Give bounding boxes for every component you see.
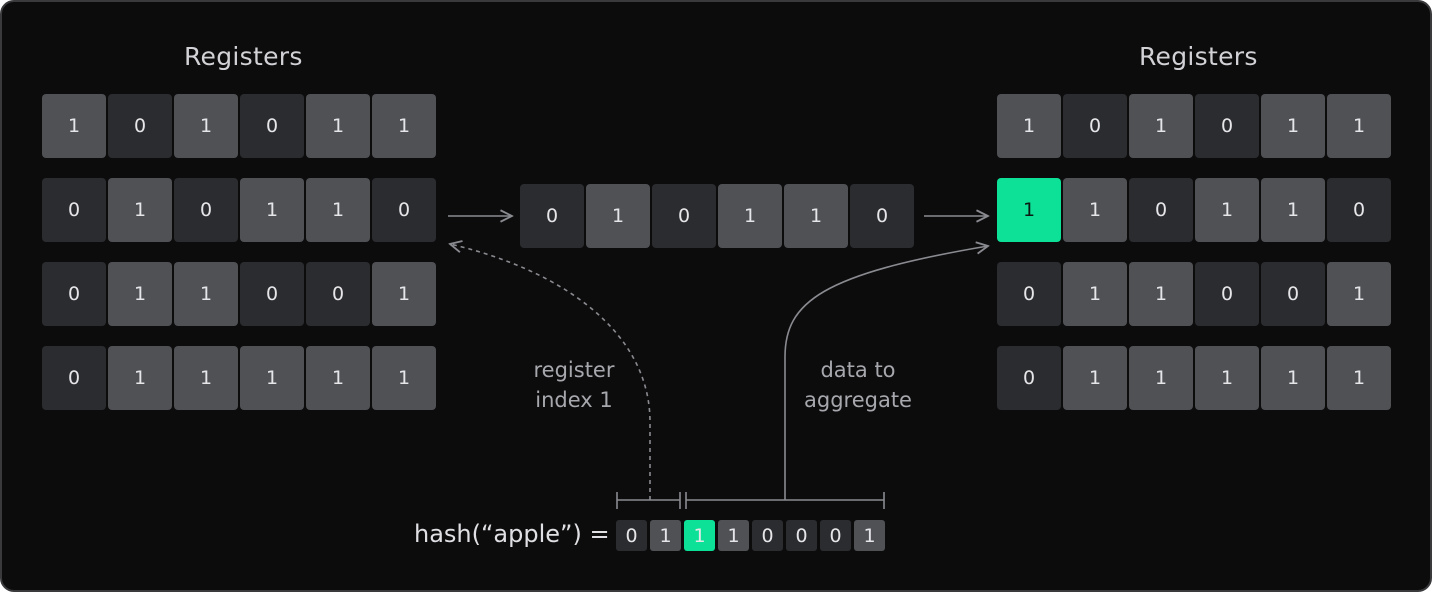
selected-row-cell: 0 [850, 184, 914, 248]
register-cell: 0 [1195, 262, 1259, 326]
register-cell: 1 [1129, 346, 1193, 410]
register-cell: 1 [372, 262, 436, 326]
updated-register-cell: 1 [997, 178, 1061, 242]
register-cell: 0 [1327, 178, 1391, 242]
data-to-aggregate-label: data to aggregate [798, 355, 918, 415]
register-cell: 0 [997, 346, 1061, 410]
hash-bit: 0 [752, 520, 783, 551]
register-cell: 0 [174, 178, 238, 242]
selected-row-cell: 1 [718, 184, 782, 248]
register-cell: 0 [1261, 262, 1325, 326]
register-cell: 1 [1129, 262, 1193, 326]
register-cell: 0 [240, 94, 304, 158]
register-cell: 1 [372, 94, 436, 158]
right-registers-title: Registers [1139, 42, 1258, 71]
register-cell: 0 [108, 94, 172, 158]
register-cell: 0 [372, 178, 436, 242]
hash-bit: 0 [820, 520, 851, 551]
register-cell: 1 [1261, 346, 1325, 410]
register-cell: 0 [42, 346, 106, 410]
data-to-aggregate-line-2: aggregate [804, 388, 912, 412]
register-cell: 1 [42, 94, 106, 158]
register-cell: 0 [240, 262, 304, 326]
register-cell: 1 [1261, 94, 1325, 158]
register-cell: 1 [174, 94, 238, 158]
hash-bit: 1 [718, 520, 749, 551]
register-cell: 1 [174, 346, 238, 410]
register-cell: 0 [1195, 94, 1259, 158]
selected-row-cell: 1 [586, 184, 650, 248]
data-arrow [784, 246, 988, 500]
selected-row-cell: 0 [520, 184, 584, 248]
register-cell: 1 [174, 262, 238, 326]
register-cell: 1 [1195, 178, 1259, 242]
hash-bit: 0 [616, 520, 647, 551]
register-cell: 1 [1327, 262, 1391, 326]
register-cell: 1 [1063, 262, 1127, 326]
register-index-line-2: index 1 [535, 388, 613, 412]
dashed-index-arrow [450, 244, 651, 500]
register-cell: 0 [42, 262, 106, 326]
data-to-aggregate-line-1: data to [820, 358, 896, 382]
selected-row-cell: 1 [784, 184, 848, 248]
register-cell: 1 [240, 346, 304, 410]
register-cell: 1 [1261, 178, 1325, 242]
register-cell: 1 [1063, 178, 1127, 242]
register-cell: 1 [240, 178, 304, 242]
hash-bit: 0 [786, 520, 817, 551]
register-cell: 0 [997, 262, 1061, 326]
hash-bit: 1 [854, 520, 885, 551]
register-index-label: register index 1 [522, 355, 626, 415]
register-cell: 1 [306, 178, 370, 242]
register-cell: 1 [1195, 346, 1259, 410]
register-cell: 1 [1327, 94, 1391, 158]
hash-expression: hash(“apple”) = [414, 520, 610, 548]
register-cell: 1 [108, 178, 172, 242]
register-cell: 1 [1327, 346, 1391, 410]
hash-bit: 1 [650, 520, 681, 551]
register-cell: 1 [306, 94, 370, 158]
register-cell: 0 [1129, 178, 1193, 242]
register-cell: 1 [997, 94, 1061, 158]
register-index-line-1: register [533, 358, 615, 382]
register-cell: 0 [1063, 94, 1127, 158]
hash-bit-highlighted: 1 [684, 520, 715, 551]
register-cell: 1 [108, 346, 172, 410]
register-cell: 1 [306, 346, 370, 410]
register-cell: 1 [372, 346, 436, 410]
register-cell: 1 [1129, 94, 1193, 158]
left-registers-title: Registers [184, 42, 303, 71]
register-cell: 1 [108, 262, 172, 326]
selected-row-cell: 0 [652, 184, 716, 248]
register-cell: 1 [1063, 346, 1127, 410]
register-cell: 0 [42, 178, 106, 242]
register-cell: 0 [306, 262, 370, 326]
hash-brackets [616, 492, 885, 509]
